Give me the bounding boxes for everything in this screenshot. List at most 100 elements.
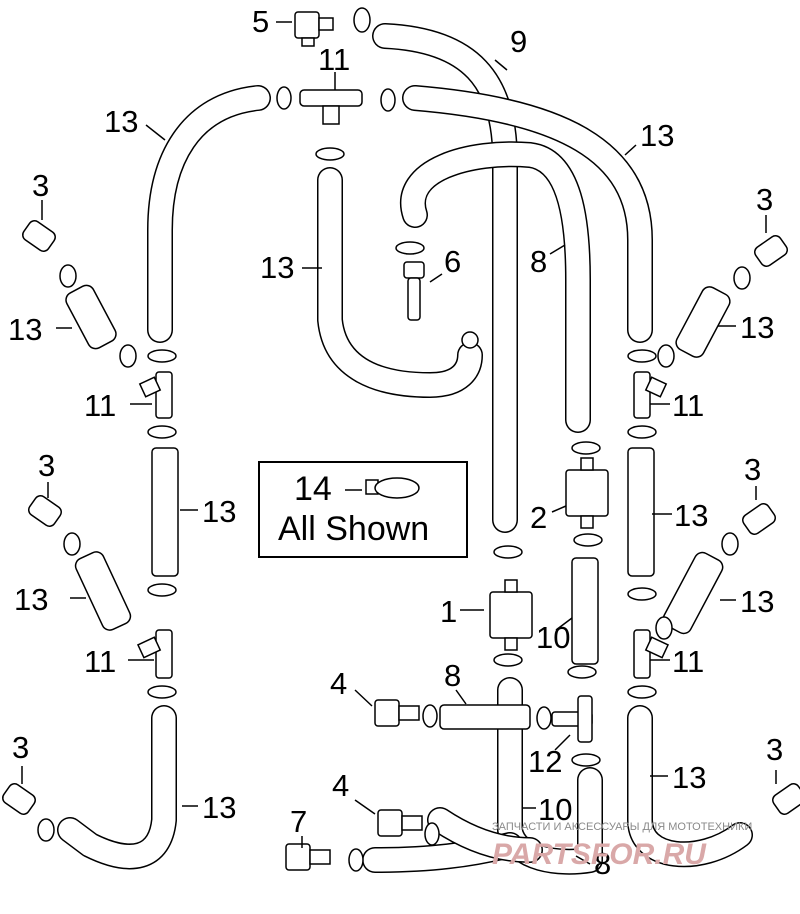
callout-13: 13 [640,118,674,153]
hose-13-left-mid [151,447,179,577]
adapter-fitting-6 [403,261,425,321]
callout-11: 11 [672,644,704,679]
watermark: ЗАПЧАСТИ И АКСЕССУАРЫ ДЛЯ МОТОТЕХНИКИ PA… [492,821,752,871]
clamp [276,86,292,110]
callout-3: 3 [756,182,773,217]
clamps [37,7,751,872]
callout-3: 3 [744,452,761,487]
callout-8: 8 [444,658,461,693]
clamp [422,704,438,728]
callout-11: 11 [318,42,350,77]
callout-13: 13 [202,790,236,825]
clamp [493,545,523,559]
clamp [627,685,657,699]
hose-8-horizontal [439,704,531,730]
connector-3-right-mid [742,502,776,536]
watermark-logo: PARTSFOR.RU [492,838,707,871]
clamp [348,848,364,872]
tee-fitting-12 [551,695,593,743]
callout-8: 8 [594,846,611,881]
tee-fitting-11-right-2 [633,629,670,679]
clamp [424,822,440,846]
callout-3: 3 [766,732,783,767]
clamp [380,88,396,112]
clamp [657,344,675,368]
callout-3: 3 [12,730,29,765]
connector-3-left-bottom [2,782,36,816]
clamp [37,818,55,842]
clamp [63,532,81,556]
callouts: 5 11 9 13 13 3 3 13 6 8 13 13 11 11 3 3 … [8,4,783,881]
callout-11: 11 [84,644,116,679]
hose-10-lower [362,807,543,873]
hose-13-left-short-2 [74,551,132,631]
callout-1: 1 [440,594,457,629]
callout-2: 2 [530,500,547,535]
hose-13-left-bottom [57,705,177,870]
callout-13: 13 [8,312,42,347]
clamp [573,533,603,547]
note-box: 14 All Shown [258,461,468,558]
connector-3-left-top [22,219,56,253]
callout-9: 9 [510,24,527,59]
clamp [315,147,345,161]
hose-13-right-mid [627,447,655,577]
callout-4: 4 [332,768,349,803]
fittings [2,11,800,871]
callout-11: 11 [84,388,116,423]
clamp [733,266,751,290]
clamp [147,685,177,699]
connector-3-right-bottom [772,782,800,816]
callout-13: 13 [672,760,706,795]
callout-3: 3 [32,168,49,203]
clamp [147,425,177,439]
hose-13-center [317,167,483,398]
note-text: All Shown [278,510,429,548]
elbow-fitting-5 [294,11,334,47]
clamp [567,665,597,679]
hose-13-top-right [402,85,653,343]
leader-lines [21,21,777,865]
clamp [395,241,425,255]
callout-13: 13 [202,494,236,529]
clamp [461,331,479,349]
connector-3-right-top [754,234,788,268]
callout-13: 13 [14,582,48,617]
clamp [571,441,601,455]
callout-13: 13 [740,584,774,619]
callout-13: 13 [260,250,294,285]
hoses [57,23,753,875]
hose-10-upper [571,557,599,665]
clamp [721,532,739,556]
callout-10: 10 [538,792,572,827]
elbow-fitting-4-lower [377,809,423,837]
callout-6: 6 [444,244,461,279]
check-valve-1 [489,579,533,651]
callout-5: 5 [252,4,269,39]
connector-3-left-mid [28,494,62,528]
tee-fitting-11-top [299,89,363,125]
watermark-text: ЗАПЧАСТИ И АКСЕССУАРЫ ДЛЯ МОТОТЕХНИКИ [492,821,752,833]
note-number: 14 [294,470,332,508]
hose-13-right-short-1 [675,286,731,358]
callout-10: 10 [536,620,570,655]
clamp [571,753,601,767]
clamp [655,616,673,640]
callout-7: 7 [290,804,307,839]
clamp [147,349,177,363]
clamp-icon-band [374,477,420,499]
hose-13-left-short-1 [65,284,117,350]
hose-13-top-left [147,85,271,343]
clamp [536,706,552,730]
hose-13-right-short-2 [662,551,724,635]
clamp [627,349,657,363]
callout-12: 12 [528,744,562,779]
elbow-fitting-7 [285,843,331,871]
clamp [353,7,371,33]
hose-8-upper [400,141,591,433]
clamp [119,344,137,368]
clamp [147,583,177,597]
clamp [627,425,657,439]
callout-3: 3 [38,448,55,483]
